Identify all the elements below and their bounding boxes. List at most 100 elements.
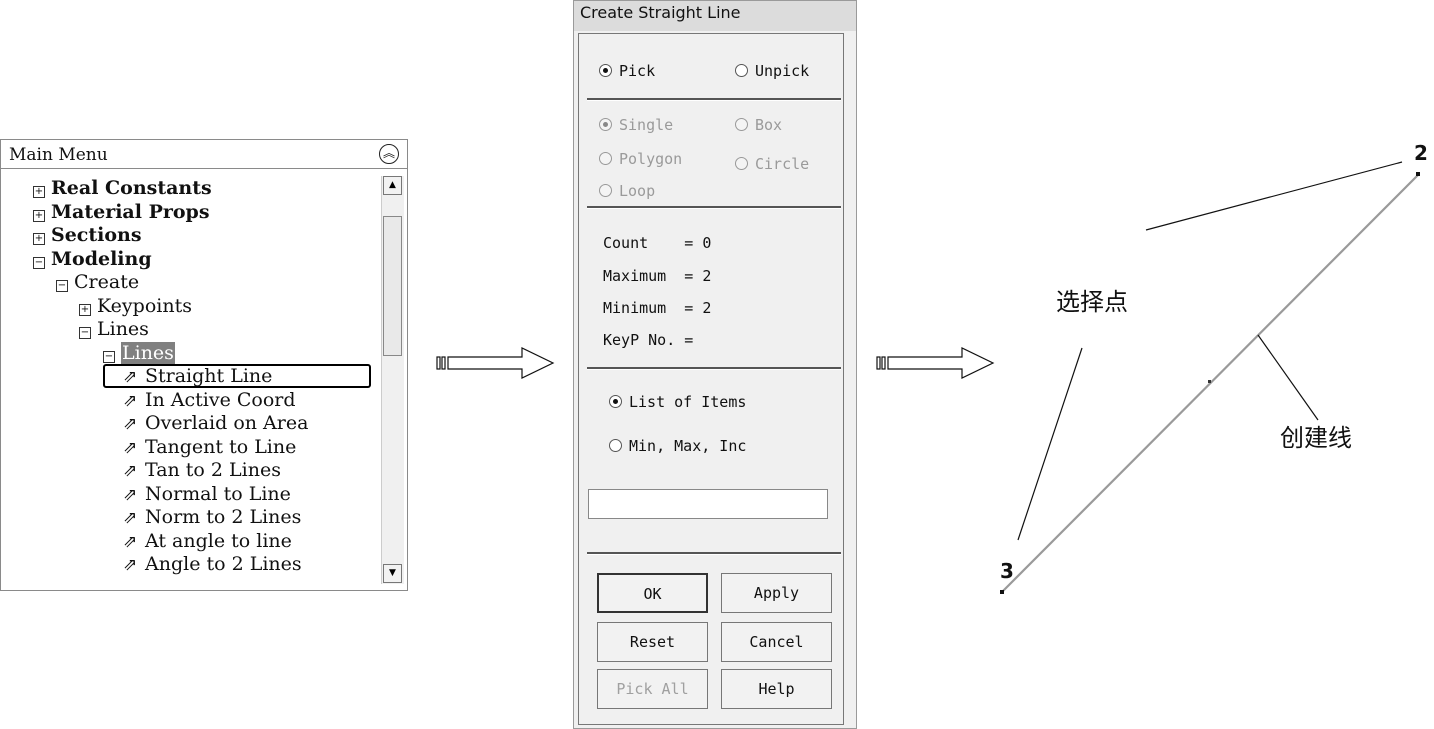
ok-button[interactable]: OK xyxy=(597,573,708,613)
expand-plus-icon[interactable]: + xyxy=(79,303,91,316)
radio-off-icon xyxy=(735,118,748,131)
menu-item[interactable]: ⇗Straight Line xyxy=(123,365,272,388)
menu-item-label: Overlaid on Area xyxy=(145,412,309,434)
menu-item[interactable]: +Real Constants xyxy=(33,177,212,200)
scroll-down-icon[interactable]: ▼ xyxy=(383,564,402,583)
keyp-label: KeyP No. = xyxy=(603,331,694,349)
keypoint-2-label: 2 xyxy=(1414,141,1428,165)
menu-item-label: Keypoints xyxy=(97,294,192,317)
minimum-stat: Minimum = 2 xyxy=(603,299,711,317)
leader-line-to-keypoint-3 xyxy=(1017,347,1083,541)
min-max-inc-label: Min, Max, Inc xyxy=(629,437,747,455)
flow-arrow-icon xyxy=(436,347,555,379)
menu-item[interactable]: + Keypoints xyxy=(79,295,192,318)
menu-item-label: Lines xyxy=(121,341,175,364)
menu-item[interactable]: + Material Props xyxy=(33,201,210,224)
collapse-minus-icon[interactable]: − xyxy=(103,350,115,363)
menu-item[interactable]: ⇗ Overlaid on Area xyxy=(123,412,308,435)
line-arrow-icon: ⇗ xyxy=(123,508,138,528)
created-line xyxy=(1001,174,1419,593)
pick-label: Pick xyxy=(619,62,656,80)
menu-item-label: In Active Coord xyxy=(145,388,296,411)
line-arrow-icon: ⇗ xyxy=(123,390,138,411)
main-menu-tree: +Real Constants+Material Props+Sections−… xyxy=(1,169,379,590)
polygon-label: Polygon xyxy=(619,150,683,168)
menu-item-label: Straight Line xyxy=(145,365,273,387)
radio-off-icon xyxy=(735,157,748,170)
expand-plus-icon[interactable]: + xyxy=(33,186,45,198)
main-menu-panel: Main Menu ︽ +Real Constants+Material Pro… xyxy=(0,139,408,591)
apply-button[interactable]: Apply xyxy=(721,573,832,613)
annotation-select-points: 选择点 xyxy=(1056,288,1128,316)
menu-item[interactable]: −Lines xyxy=(79,318,149,341)
menu-item-label: Material Props xyxy=(51,200,210,223)
main-menu-title: Main Menu xyxy=(9,145,108,165)
menu-item[interactable]: +Sections xyxy=(33,224,142,247)
scroll-thumb[interactable] xyxy=(383,216,402,356)
menu-item-label: Tangent to Line xyxy=(145,435,297,458)
menu-item[interactable]: −Lines xyxy=(103,341,175,365)
menu-item[interactable]: ⇗ In Active Coord xyxy=(123,389,296,412)
menu-item[interactable]: ⇗ Tangent to Line xyxy=(123,436,296,459)
menu-item[interactable]: −Create xyxy=(56,271,139,294)
graphics-viewport[interactable]: 2 3 选择点 创建线 xyxy=(980,130,1434,610)
scroll-up-icon[interactable]: ▲ xyxy=(383,176,402,195)
min-max-inc-radio[interactable]: Min, Max, Inc xyxy=(609,437,746,455)
box-label: Box xyxy=(755,116,783,134)
count-value: 0 xyxy=(702,234,712,252)
line-arrow-icon: ⇗ xyxy=(123,461,138,481)
line-midpoint-marker xyxy=(1208,380,1211,383)
leader-line-to-keypoint-2 xyxy=(1145,161,1403,231)
collapse-minus-icon[interactable]: − xyxy=(56,280,68,292)
line-arrow-icon: ⇗ xyxy=(123,437,138,458)
collapse-minus-icon[interactable]: − xyxy=(79,327,91,339)
maximum-label: Maximum = xyxy=(603,267,694,285)
reset-button[interactable]: Reset xyxy=(597,622,708,662)
radio-off-icon xyxy=(609,439,622,452)
flow-arrow-icon xyxy=(876,347,995,379)
cancel-button[interactable]: Cancel xyxy=(721,622,832,662)
list-of-items-label: List of Items xyxy=(629,393,747,411)
line-arrow-icon: ⇗ xyxy=(123,484,138,505)
dialog-title: Create Straight Line xyxy=(580,3,741,22)
unpick-label: Unpick xyxy=(755,62,810,80)
menu-item-label: Lines xyxy=(97,318,149,340)
menu-item-label: Normal to Line xyxy=(145,482,291,505)
menu-item[interactable]: ⇗Angle to 2 Lines xyxy=(123,553,302,576)
menu-item-label: Norm to 2 Lines xyxy=(145,506,302,528)
radio-on-icon xyxy=(599,118,612,131)
keypoint-2-marker xyxy=(1416,172,1420,176)
line-arrow-icon: ⇗ xyxy=(123,414,138,434)
list-of-items-radio[interactable]: List of Items xyxy=(609,393,746,411)
divider xyxy=(587,552,841,555)
menu-item[interactable]: ⇗At angle to line xyxy=(123,530,292,553)
menu-item-label: Angle to 2 Lines xyxy=(145,553,302,575)
polygon-radio: Polygon xyxy=(599,150,682,168)
radio-on-icon xyxy=(609,395,622,408)
double-chevron-up-icon[interactable]: ︽ xyxy=(379,144,399,164)
menu-item[interactable]: ⇗ Tan to 2 Lines xyxy=(123,459,281,482)
menu-item[interactable]: −Modeling xyxy=(33,248,152,271)
divider xyxy=(587,98,841,101)
pick-radio[interactable]: Pick xyxy=(599,62,655,80)
menu-item[interactable]: ⇗ Normal to Line xyxy=(123,483,291,506)
unpick-radio[interactable]: Unpick xyxy=(735,62,809,80)
menu-item-label: Modeling xyxy=(51,247,152,270)
main-menu-header: Main Menu ︽ xyxy=(1,140,407,169)
menu-scrollbar[interactable]: ▲ ▼ xyxy=(381,176,404,584)
keypoint-number-input[interactable] xyxy=(588,489,828,519)
help-button[interactable]: Help xyxy=(721,669,832,709)
dialog-body: Pick Unpick Single Box Polygon Circle Lo… xyxy=(578,33,844,725)
menu-item[interactable]: ⇗ Norm to 2 Lines xyxy=(123,506,301,529)
expand-plus-icon[interactable]: + xyxy=(33,209,45,222)
divider xyxy=(587,367,841,370)
collapse-minus-icon[interactable]: − xyxy=(33,256,45,269)
box-radio: Box xyxy=(735,116,782,134)
expand-plus-icon[interactable]: + xyxy=(33,233,45,245)
dialog-title-bar: Create Straight Line xyxy=(574,1,856,31)
pick-all-button: Pick All xyxy=(597,669,708,709)
keypoint-3-marker xyxy=(1000,590,1004,594)
menu-item-label: Tan to 2 Lines xyxy=(145,459,281,481)
loop-label: Loop xyxy=(619,182,656,200)
keyp-stat: KeyP No. = xyxy=(603,331,693,349)
